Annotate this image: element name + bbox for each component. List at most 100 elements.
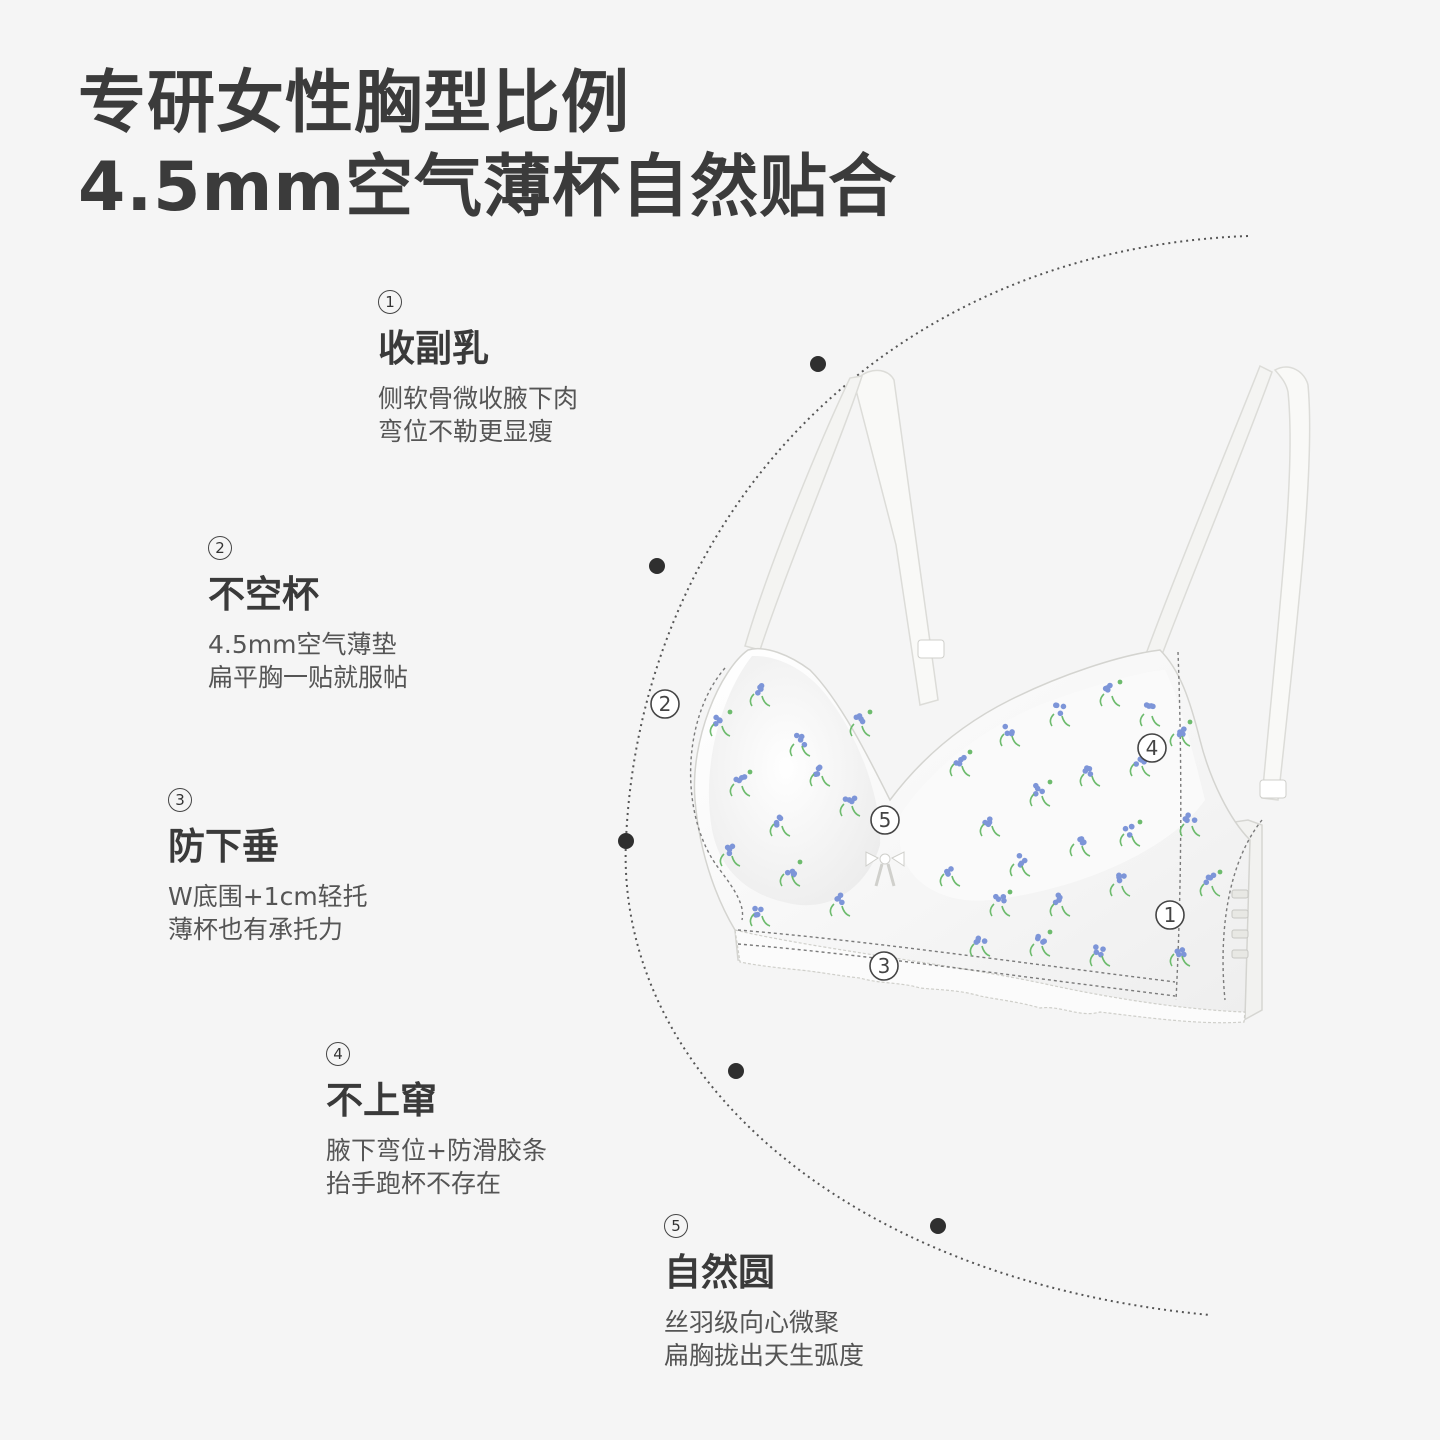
product-badge-4: 4 (1137, 733, 1167, 763)
band-stitch-1 (737, 929, 1176, 983)
feature-2-desc-2: 扁平胸一贴就服帖 (208, 663, 409, 692)
floral-sprig (709, 714, 731, 737)
arc-dot-5 (930, 1218, 946, 1234)
dotted-arc (624, 235, 1249, 1316)
floral-dot (967, 749, 973, 755)
feature-2: 2 不空杯 4.5mm空气薄垫 扁平胸一贴就服帖 (208, 536, 408, 694)
floral-sprig (979, 816, 1001, 837)
feature-4: 4 不上窜 腋下弯位+防滑胶条 抬手跑杯不存在 (326, 1042, 547, 1200)
floral-sprig (849, 713, 871, 737)
floral-sprig (1169, 726, 1191, 747)
feature-5-desc-2: 扁胸拢出天生弧度 (664, 1341, 865, 1370)
side-stitch-2 (1222, 819, 1263, 1001)
lace-trim (734, 929, 1246, 1024)
floral-dot (1047, 779, 1053, 785)
feature-1: 1 收副乳 侧软骨微收腋下肉 弯位不勒更显瘦 (378, 290, 578, 448)
floral-dot (747, 769, 753, 775)
product-badge-2: 2 (650, 689, 680, 719)
feature-2-title: 不空杯 (208, 573, 319, 616)
floral-sprig (749, 682, 771, 707)
bra-illustration (689, 364, 1311, 1024)
floral-print (709, 679, 1223, 967)
floral-sprig (779, 868, 801, 887)
floral-sprig (1179, 812, 1201, 837)
floral-dot (1217, 869, 1223, 875)
headline-line-1: 专研女性胸型比例 (78, 64, 631, 143)
floral-sprig (729, 774, 751, 797)
cup-outline-stitch (689, 667, 744, 921)
floral-sprig (939, 866, 961, 887)
floral-sprig (1169, 947, 1191, 967)
right-strap (1261, 366, 1311, 801)
left-cup (708, 655, 881, 906)
headline: 专研女性胸型比例 4.5mm空气薄杯自然贴合 (78, 62, 897, 230)
floral-dot (867, 709, 873, 715)
floral-sprig (839, 795, 861, 817)
floral-dot (1007, 889, 1013, 895)
floral-dot (1187, 719, 1193, 725)
floral-sprig (1109, 872, 1131, 897)
product-badge-3: 3 (869, 951, 899, 981)
floral-sprig (1069, 836, 1091, 857)
product-badge-1: 1 (1155, 900, 1185, 930)
svg-text:2: 2 (659, 692, 672, 716)
feature-5-number: 5 (664, 1214, 688, 1238)
right-slider (1259, 779, 1287, 799)
floral-sprig (1119, 823, 1141, 847)
feature-4-number: 4 (326, 1042, 350, 1066)
floral-sprig (1049, 702, 1071, 727)
feature-1-number: 1 (378, 290, 402, 314)
feature-3-desc-1: W底围+1cm轻托 (168, 882, 368, 911)
feature-5-desc-1: 丝羽级向心微聚 (664, 1308, 840, 1337)
feature-3-number: 3 (168, 788, 192, 812)
center-bow (865, 851, 905, 887)
feature-5-title: 自然圆 (664, 1251, 775, 1294)
feature-3-desc-2: 薄杯也有承托力 (168, 915, 344, 944)
feature-5: 5 自然圆 丝羽级向心微聚 扁胸拢出天生弧度 (664, 1214, 864, 1372)
feature-3: 3 防下垂 W底围+1cm轻托 薄杯也有承托力 (168, 788, 368, 946)
floral-dot (1117, 679, 1123, 685)
feature-2-desc-1: 4.5mm空气薄垫 (208, 630, 397, 659)
floral-sprig (719, 843, 741, 867)
band-stitch-2 (737, 943, 1176, 997)
svg-text:1: 1 (1164, 903, 1177, 927)
floral-sprig (969, 935, 991, 957)
left-strap-back (744, 375, 864, 651)
floral-sprig (769, 814, 791, 837)
floral-sprig (789, 732, 811, 757)
floral-dot (1047, 929, 1053, 935)
floral-sprig (1009, 852, 1031, 877)
svg-text:4: 4 (1146, 736, 1159, 760)
floral-sprig (809, 764, 831, 787)
feature-4-desc-1: 腋下弯位+防滑胶条 (326, 1136, 547, 1165)
floral-dot (1137, 819, 1143, 825)
product-badge-5: 5 (870, 805, 900, 835)
right-cup (900, 670, 1205, 901)
floral-sprig (829, 892, 851, 917)
floral-sprig (1029, 782, 1051, 807)
floral-sprig (1029, 933, 1051, 957)
arc-dot-1 (810, 356, 826, 372)
arc-dot-4 (728, 1063, 744, 1079)
floral-sprig (1049, 892, 1071, 917)
floral-sprig (989, 893, 1011, 917)
headline-line-2: 4.5mm空气薄杯自然贴合 (78, 148, 898, 227)
right-strap-front (1145, 364, 1273, 661)
feature-3-title: 防下垂 (168, 825, 279, 868)
floral-dot (797, 859, 803, 865)
feature-1-desc-2: 弯位不勒更显瘦 (378, 417, 554, 446)
floral-sprig (1079, 765, 1101, 787)
svg-text:3: 3 (878, 954, 891, 978)
floral-dot (727, 709, 733, 715)
feature-1-desc-1: 侧软骨微收腋下肉 (378, 384, 579, 413)
feature-4-desc-2: 抬手跑杯不存在 (326, 1169, 502, 1198)
feature-2-number: 2 (208, 536, 232, 560)
floral-sprig (999, 723, 1021, 747)
feature-4-title: 不上窜 (326, 1079, 437, 1122)
left-slider (917, 639, 945, 659)
floral-sprig (749, 905, 771, 927)
floral-sprig (1199, 872, 1221, 897)
floral-sprig (949, 754, 971, 777)
arc-dot-3 (618, 833, 634, 849)
